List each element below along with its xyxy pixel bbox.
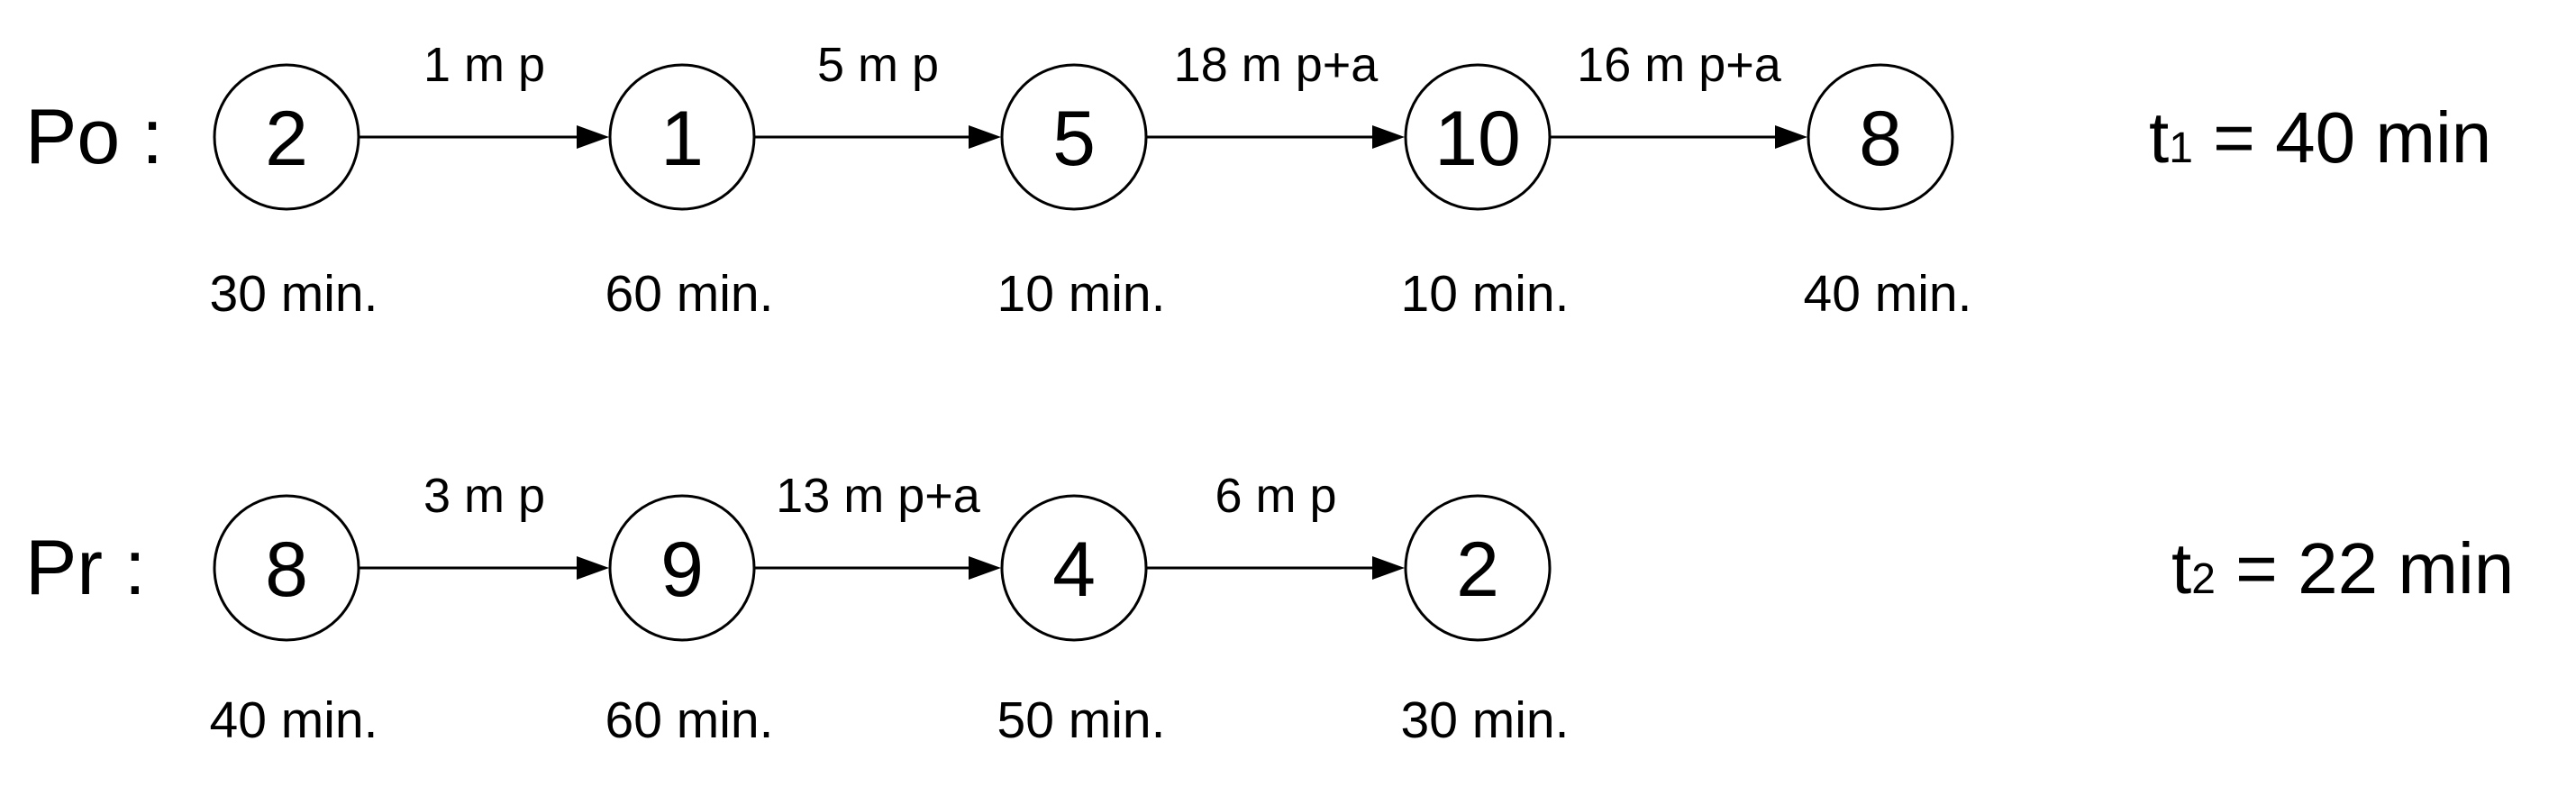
duration-label: 10 min.: [997, 265, 1166, 323]
node-circle: [608, 63, 756, 211]
process-row-2: Pr : 3 m p 13 m p+a 6 m p 8 40 min. 9 60 min. 4 5…: [25, 469, 2514, 749]
duration-label: 30 min.: [210, 265, 378, 323]
arrow-head-icon: [577, 125, 609, 149]
row-label: Po :: [25, 94, 163, 180]
arrow-head-icon: [969, 556, 1001, 580]
total-time-label: t1 = 40 min: [2149, 97, 2491, 178]
duration-label: 50 min.: [997, 691, 1166, 749]
duration-label: 40 min.: [210, 691, 378, 749]
edge-label: 1 m p: [423, 38, 545, 92]
node-circle: [1404, 63, 1552, 211]
time-variable: t: [2149, 97, 2169, 178]
edge-label: 18 m p+a: [1174, 38, 1379, 92]
node-label: 8: [265, 526, 308, 613]
node-circle: [1404, 494, 1552, 642]
arrow-head-icon: [1775, 125, 1807, 149]
row-label: Pr :: [25, 525, 146, 611]
process-row-1: Po : 1 m p 5 m p 18 m p+a 16 m p+a 2 30 min. 1 6…: [25, 38, 2491, 323]
time-value: = 40 min: [2193, 97, 2491, 178]
node-circle: [608, 494, 756, 642]
edge-label: 16 m p+a: [1577, 38, 1782, 92]
edge-label: 5 m p: [817, 38, 939, 92]
time-variable: t: [2171, 528, 2191, 609]
node-circle: [213, 494, 360, 642]
time-subscript: 1: [2169, 124, 2193, 172]
edge-label: 6 m p: [1215, 469, 1336, 523]
node-label: 4: [1052, 526, 1096, 613]
duration-label: 60 min.: [605, 265, 774, 323]
node-circle: [213, 63, 360, 211]
node-circle: [1000, 63, 1148, 211]
edge-label: 13 m p+a: [776, 469, 981, 523]
duration-label: 40 min.: [1804, 265, 1972, 323]
node-circle: [1807, 63, 1954, 211]
edge-label: 3 m p: [423, 469, 545, 523]
arrow-head-icon: [969, 125, 1001, 149]
arrow-head-icon: [1372, 125, 1405, 149]
node-label: 1: [660, 96, 704, 182]
total-time-label: t2 = 22 min: [2171, 528, 2514, 609]
arrow-head-icon: [1372, 556, 1405, 580]
node-label: 2: [1456, 526, 1499, 613]
time-value: = 22 min: [2216, 528, 2514, 609]
duration-label: 10 min.: [1401, 265, 1570, 323]
node-label: 9: [660, 526, 704, 613]
node-circle: [1000, 494, 1148, 642]
node-label: 2: [265, 96, 308, 182]
duration-label: 30 min.: [1401, 691, 1570, 749]
node-label: 5: [1052, 96, 1096, 182]
arrow-head-icon: [577, 556, 609, 580]
node-label: 8: [1859, 96, 1902, 182]
node-label: 10: [1434, 96, 1521, 182]
duration-label: 60 min.: [605, 691, 774, 749]
time-subscript: 2: [2191, 555, 2216, 603]
